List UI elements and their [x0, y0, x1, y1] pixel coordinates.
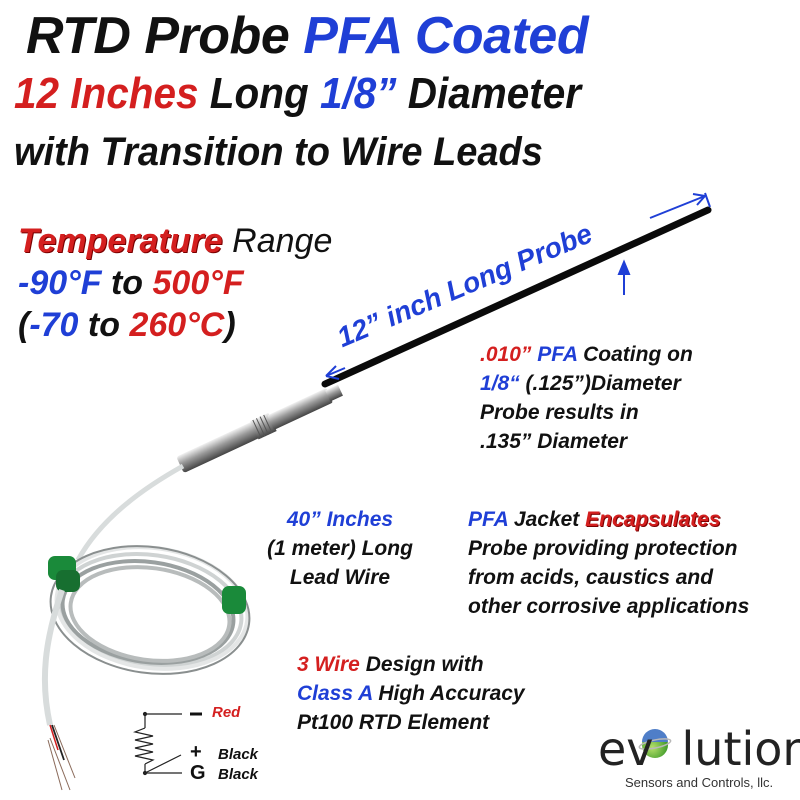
wire-ground-sign: G — [190, 762, 206, 784]
logo-tagline: Sensors and Controls, llc. — [625, 775, 774, 790]
jacket-line-4: other corrosive applications — [468, 595, 750, 618]
headline-line-2: 12 Inches Long 1/8” Diameter — [14, 68, 581, 120]
temp-low-f: -90°F — [18, 264, 102, 302]
green-clip-right — [222, 586, 246, 614]
coating-pfa: PFA — [537, 343, 578, 366]
coating-on: Coating on — [583, 343, 693, 366]
headline-diameter-value: 1/8” — [319, 69, 397, 118]
coating-thickness: .010” — [480, 343, 532, 366]
headline-length: 12 Inches — [14, 69, 199, 118]
temperature-label: Temperature — [18, 222, 223, 260]
wire-black-plus-label: Black — [218, 746, 259, 763]
headline-rtd-probe: RTD Probe — [26, 7, 290, 65]
lead-length: 40” Inches — [286, 508, 394, 531]
temp-high-f: 500°F — [152, 264, 244, 302]
jacket-line-3: from acids, caustics and — [468, 566, 714, 589]
jacket-word: Jacket — [513, 508, 580, 531]
headline-line-1: RTD Probe PFA Coated — [26, 6, 589, 66]
headline-pfa-coated: PFA Coated — [303, 7, 589, 65]
coating-line-3: Probe results in — [480, 401, 639, 424]
wire-red-label: Red — [212, 704, 241, 721]
logo-word-start: ev — [598, 722, 654, 776]
lead-wire-label: Lead Wire — [289, 566, 391, 589]
lead-wire-coil — [49, 545, 251, 675]
lead-wire-note: 40” Inches (1 meter) Long Lead Wire — [240, 505, 440, 592]
headline-line-3: with Transition to Wire Leads — [14, 130, 543, 174]
wire-black-ground-label: Black — [218, 766, 259, 783]
logo-globe-icon — [638, 729, 672, 758]
temperature-range: Temperature Range -90°F to 500°F (-70 to… — [18, 220, 332, 346]
temp-to-f: to — [110, 264, 144, 302]
paren-open: ( — [18, 306, 30, 344]
headline-diameter: Diameter — [407, 69, 581, 118]
temp-to-c: to — [87, 306, 121, 344]
coating-note: .010” PFA Coating on 1/8“ (.125”)Diamete… — [480, 340, 693, 456]
green-clip-left — [48, 556, 80, 592]
jacket-pfa: PFA — [468, 508, 509, 531]
headline-long: Long — [209, 69, 309, 118]
dimension-arrows — [325, 192, 711, 380]
company-logo: ev lution — [598, 722, 800, 776]
design-element: Pt100 RTD Element — [297, 711, 490, 734]
range-label: Range — [232, 222, 333, 260]
lead-meter: (1 meter) Long — [267, 537, 413, 560]
paren-close: ) — [224, 306, 236, 344]
jacket-line-2: Probe providing protection — [468, 537, 738, 560]
design-note: 3 Wire Design with Class A High Accuracy… — [297, 650, 525, 737]
coating-line-4: .135” Diameter — [480, 430, 628, 453]
logo-word-end: lution — [681, 722, 800, 776]
design-3-wire: 3 Wire — [297, 653, 360, 676]
transition-fitting — [177, 384, 343, 473]
coating-decimal: (.125”)Diameter — [525, 372, 681, 395]
jacket-note: PFA Jacket Encapsulates Probe providing … — [468, 505, 749, 621]
design-class-a: Class A — [297, 682, 373, 705]
rtd-schematic — [132, 711, 182, 776]
coating-fraction: 1/8“ — [480, 372, 520, 395]
temp-low-c: -70 — [29, 306, 79, 344]
jacket-encapsulates: Encapsulates — [585, 508, 721, 531]
wire-plus-sign: + — [190, 741, 202, 763]
design-with: Design with — [365, 653, 484, 676]
probe-rod — [321, 206, 712, 388]
temp-high-c: 260°C — [129, 306, 225, 344]
design-accuracy: High Accuracy — [378, 682, 525, 705]
